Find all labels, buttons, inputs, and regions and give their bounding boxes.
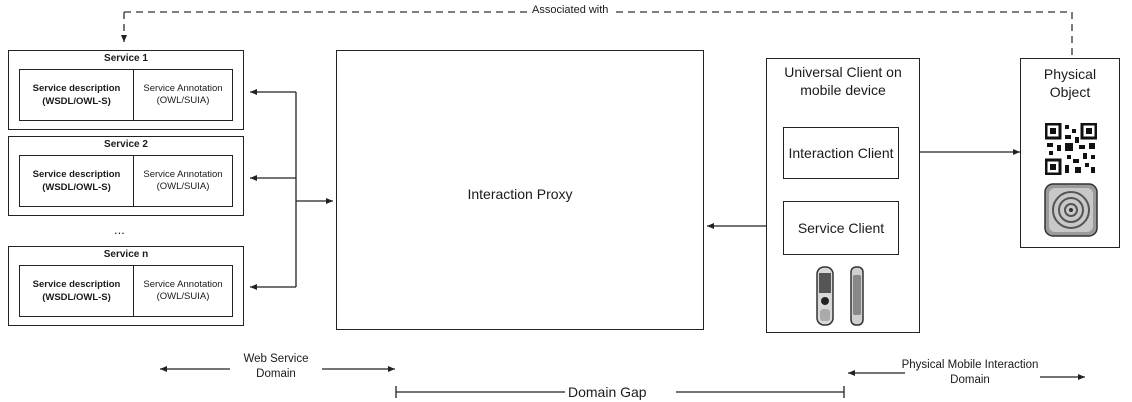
service-title: Service n — [103, 249, 149, 260]
rfid-tag-icon — [1044, 183, 1098, 237]
service-description: Service description (WSDL/OWL-S) — [20, 266, 134, 316]
universal-client-title: Universal Client on mobile device — [784, 64, 902, 98]
service-annotation: Service Annotation (OWL/SUIA) — [143, 169, 223, 192]
qr-code-icon — [1045, 123, 1097, 175]
service-annotation: Service Annotation (OWL/SUIA) — [143, 83, 223, 106]
physical-object-label: Physical Object — [1043, 66, 1097, 100]
interaction-client-box: Interaction Client — [783, 127, 899, 179]
service-client-box: Service Client — [783, 201, 899, 255]
interaction-proxy-box: Interaction Proxy — [336, 50, 704, 330]
service-description: Service description (WSDL/OWL-S) — [20, 156, 134, 206]
service-description: Service description (WSDL/OWL-S) — [20, 70, 134, 120]
universal-client-box: Universal Client on mobile device Intera… — [766, 58, 920, 333]
associated-with-label: Associated with — [528, 4, 613, 16]
domain-gap-line — [395, 386, 845, 398]
mobile-phone-icon — [816, 266, 864, 326]
service-title: Service 1 — [104, 53, 148, 64]
services-proxy-connector — [250, 89, 333, 290]
service-annotation: Service Annotation (OWL/SUIA) — [143, 279, 223, 302]
interaction-proxy-label: Interaction Proxy — [467, 186, 573, 202]
domain-gap-label: Domain Gap — [568, 384, 647, 400]
service-box-n: Service n Service description (WSDL/OWL-… — [8, 246, 244, 326]
physical-mobile-domain-label: Physical Mobile Interaction Domain — [901, 359, 1039, 386]
web-service-domain-label: Web Service Domain — [243, 353, 309, 380]
physical-object-box: Physical Object — [1020, 58, 1120, 248]
service-title: Service 2 — [104, 139, 148, 150]
services-ellipsis: ... — [114, 222, 125, 237]
interaction-client-label: Interaction Client — [788, 145, 894, 161]
service-box-2: Service 2 Service description (WSDL/OWL-… — [8, 136, 244, 216]
service-box-1: Service 1 Service description (WSDL/OWL-… — [8, 50, 244, 130]
service-client-label: Service Client — [797, 219, 885, 236]
